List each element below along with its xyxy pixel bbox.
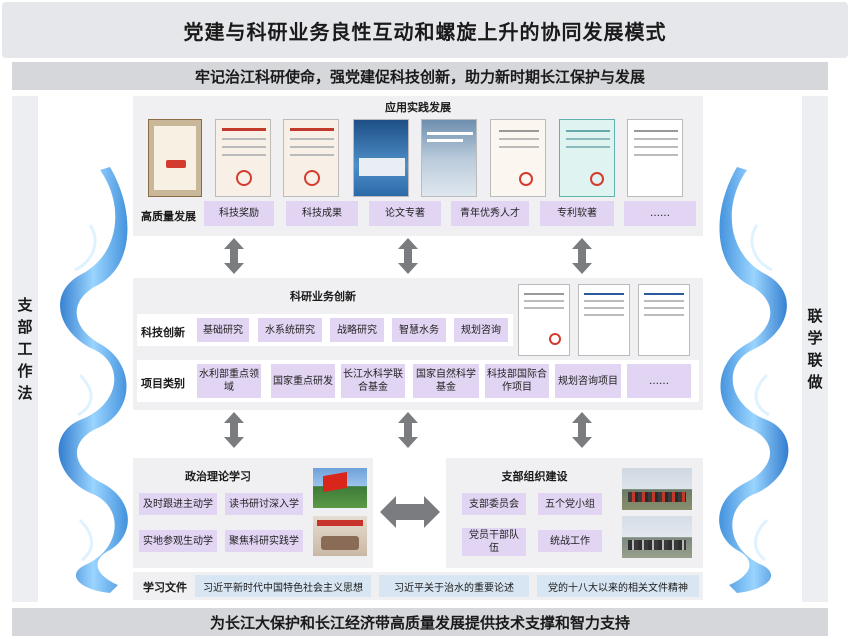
tag-planning-project: 规划咨询项目: [555, 364, 621, 398]
party-flag-photo: [313, 468, 367, 508]
tag-research-practice: 聚焦科研实践学: [225, 530, 303, 552]
tag-five-party-groups: 五个党小组: [538, 493, 602, 515]
organization-panel: 支部组织建设 支部委员会 五个党小组 党员干部队伍 统战工作: [446, 458, 703, 568]
tag-strategic-research: 战略研究: [330, 318, 384, 342]
application-panel: 应用实践发展 高质: [133, 96, 703, 236]
tag-water-system-research: 水系统研究: [258, 318, 322, 342]
double-arrow-icon: [398, 412, 418, 448]
tag-patents-software: 专利软著: [540, 201, 614, 226]
tag-more: ……: [627, 364, 691, 398]
tag-planning-consulting: 规划咨询: [454, 318, 508, 342]
study-docs-row: 学习文件 习近平新时代中国特色社会主义思想 习近平关于治水的重要论述 党的十八大…: [133, 572, 703, 600]
tag-nsfc: 国家自然科学基金: [413, 364, 479, 398]
tag-yangtze-joint-fund: 长江水科学联合基金: [341, 364, 405, 398]
page-title: 党建与科研业务良性互动和螺旋上升的协同发展模式: [2, 2, 848, 58]
left-label-char: 部: [17, 318, 33, 336]
right-label-char: 联: [807, 351, 823, 369]
research-title: 科研业务创新: [290, 290, 356, 303]
tag-papers-monographs: 论文专著: [369, 201, 441, 226]
tag-basic-research: 基础研究: [197, 318, 249, 342]
organization-title: 支部组织建设: [501, 470, 568, 483]
horizontal-double-arrow-icon: [380, 496, 440, 528]
double-arrow-icon: [572, 412, 592, 448]
tag-science-results: 科技成果: [286, 201, 358, 226]
patent-certificate-image: [559, 119, 615, 197]
tag-united-front: 统战工作: [538, 530, 602, 552]
monograph-cover-image: [421, 119, 477, 197]
project-document-image-2: [578, 284, 630, 356]
mission-banner: 牢记治江科研使命，强党建促科技创新，助力新时期长江保护与发展: [12, 62, 828, 90]
left-label-char: 法: [17, 384, 33, 402]
achievement-certificate-image: [215, 119, 271, 197]
left-label-char: 支: [17, 296, 33, 314]
application-title: 应用实践发展: [385, 101, 451, 114]
project-label: 项目类别: [141, 377, 185, 390]
left-label-char: 作: [17, 362, 33, 380]
tag-more: ……: [624, 201, 696, 226]
project-document-image: [518, 284, 570, 356]
tag-branch-committee: 支部委员会: [462, 493, 526, 515]
double-arrow-icon: [224, 412, 244, 448]
innovation-label: 科技创新: [141, 326, 185, 339]
high-quality-label: 高质量发展: [141, 210, 196, 223]
right-side-label: 联 学 联 做: [802, 96, 828, 602]
right-label-char: 联: [807, 307, 823, 325]
software-copyright-image: [627, 119, 683, 197]
tag-reading-seminar: 读书研讨深入学: [225, 493, 303, 515]
left-spiral-ribbon: [58, 167, 128, 593]
talent-certificate-image: [490, 119, 546, 197]
award-certificate-image: [148, 119, 202, 197]
right-label-char: 学: [807, 329, 823, 347]
tag-science-award: 科技奖励: [204, 201, 274, 226]
double-arrow-icon: [398, 238, 418, 274]
research-panel: 科研业务创新 科技创新 基础研究 水系统研究 战略研究 智慧水务 规划咨询 项目…: [133, 278, 703, 410]
right-spiral-ribbon: [719, 167, 789, 593]
tag-onsite-visit: 实地参观生动学: [139, 530, 217, 552]
right-label-char: 做: [807, 373, 823, 391]
book-cover-image: [353, 119, 409, 197]
tag-young-talent: 青年优秀人才: [451, 201, 529, 226]
left-side-label: 支 部 工 作 法: [12, 96, 38, 602]
double-arrow-icon: [572, 238, 592, 274]
politics-panel: 政治理论学习 及时跟进主动学 读书研讨深入学 实地参观生动学 聚焦科研实践学: [133, 458, 373, 568]
study-docs-label: 学习文件: [143, 581, 187, 594]
group-photo-2: [622, 516, 692, 558]
doc-xi-thought: 习近平新时代中国特色社会主义思想: [195, 575, 371, 597]
tag-party-cadre-team: 党员干部队伍: [462, 528, 526, 556]
tag-most-international: 科技部国际合作项目: [485, 364, 549, 398]
group-photo: [622, 468, 692, 510]
project-document-image-3: [638, 284, 690, 356]
tag-mwr-key-field: 水利部重点领域: [197, 364, 261, 398]
double-arrow-icon: [224, 238, 244, 274]
doc-water-governance: 习近平关于治水的重要论述: [379, 575, 529, 597]
meeting-photo: [313, 516, 367, 556]
achievement-certificate-image-2: [283, 119, 339, 197]
left-label-char: 工: [17, 340, 33, 358]
tag-smart-water: 智慧水务: [392, 318, 446, 342]
goal-banner: 为长江大保护和长江经济带高质量发展提供技术支撑和智力支持: [12, 608, 828, 636]
tag-follow-up-study: 及时跟进主动学: [139, 493, 217, 515]
doc-18th-congress: 党的十八大以来的相关文件精神: [537, 575, 699, 597]
politics-title: 政治理论学习: [185, 470, 251, 483]
tag-national-key-rd: 国家重点研发: [271, 364, 335, 398]
